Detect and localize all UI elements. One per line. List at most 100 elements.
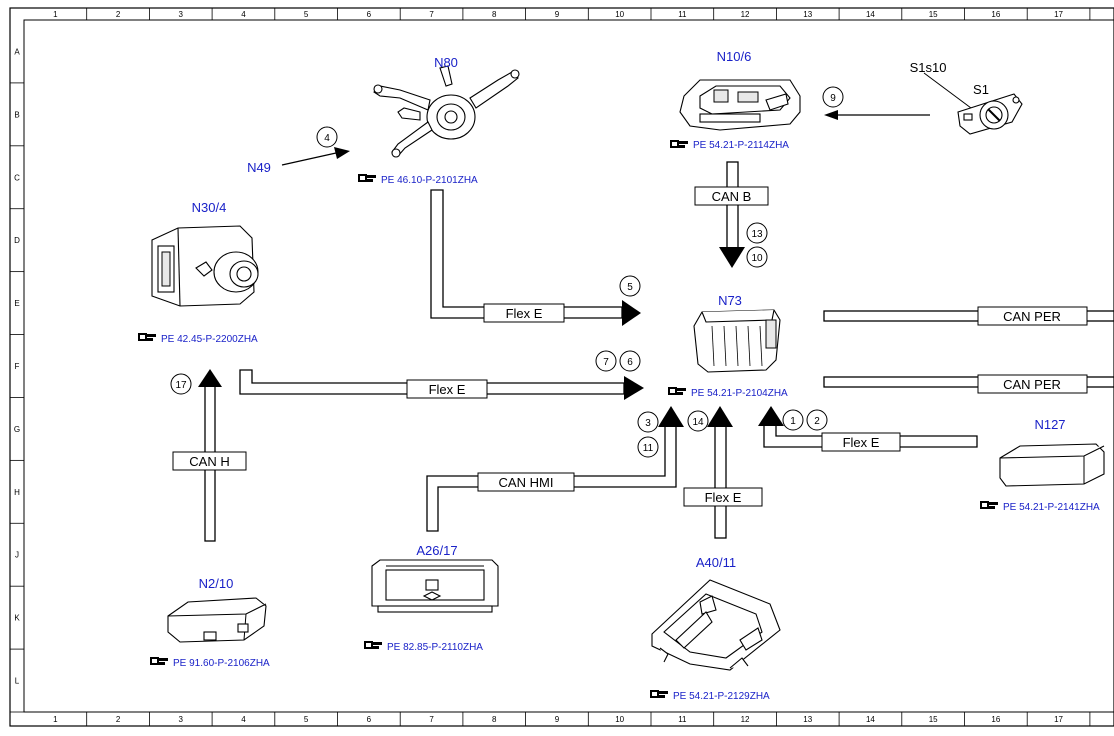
ref-n80-text[interactable]: PE 46.10-P-2101ZHA	[381, 175, 478, 186]
label-n10-6: N10/6	[717, 49, 752, 64]
callout-13-text: 13	[751, 229, 763, 240]
bus-text-flex-e-right: Flex E	[843, 435, 880, 450]
ref-n10-6[interactable]: PE 54.21-P-2114ZHA	[670, 140, 789, 151]
ref-hand-icon	[138, 333, 156, 341]
grid-col-label: 1	[53, 715, 58, 724]
grid-col-label: 6	[367, 715, 372, 724]
ref-n127-text[interactable]: PE 54.21-P-2141ZHA	[1003, 502, 1100, 513]
ref-a26-17-text[interactable]: PE 82.85-P-2110ZHA	[387, 642, 483, 653]
grid-row-label: K	[14, 614, 20, 623]
label-a26-17: A26/17	[416, 543, 457, 558]
component-n127-drawing	[999, 443, 1105, 487]
ref-n73-text[interactable]: PE 54.21-P-2104ZHA	[691, 388, 788, 399]
ref-a40-11[interactable]: PE 54.21-P-2129ZHA	[650, 690, 770, 702]
callout-3: 3	[637, 411, 659, 433]
arrow-flex-e-top	[622, 300, 641, 326]
grid-col-label: 12	[741, 715, 750, 724]
grid-row-label: C	[14, 173, 20, 182]
frame-outer	[9, 7, 1114, 727]
bus-text-can-hmi: CAN HMI	[499, 475, 554, 490]
ref-hand-icon	[364, 641, 382, 649]
label-n127: N127	[1034, 417, 1065, 432]
wire-can-per-2	[823, 376, 1114, 388]
grid-col-label: 8	[492, 715, 497, 724]
grid-col-label: 3	[179, 715, 184, 724]
grid-row-label: E	[14, 299, 19, 308]
grid-col-label: 2	[116, 10, 121, 19]
label-n2-10: N2/10	[199, 576, 234, 591]
ref-hand-icon	[150, 657, 168, 665]
grid-col-label: 9	[555, 10, 560, 19]
ref-n30-4-text[interactable]: PE 42.45-P-2200ZHA	[161, 334, 258, 345]
grid-row-label: L	[15, 677, 20, 686]
ref-n10-6-text[interactable]: PE 54.21-P-2114ZHA	[693, 140, 789, 151]
grid-row-label: J	[15, 551, 19, 560]
label-n49: N49	[247, 160, 271, 175]
component-n80-drawing	[373, 65, 520, 158]
bus-text-flex-e-a40: Flex E	[705, 490, 742, 505]
arrow-flex-e-a40	[707, 406, 733, 427]
grid-col-label: 17	[1054, 10, 1063, 19]
callouts: 4 9 13 10 5 7 6 3 11 14 1 2 17	[170, 86, 844, 458]
grid-col-label: 5	[304, 715, 309, 724]
callout-6-text: 6	[627, 357, 633, 368]
label-s1s10: S1s10	[910, 60, 947, 75]
wire-flex-e-a40	[714, 424, 727, 539]
grid-col-label: 6	[367, 10, 372, 19]
grid-col-label: 17	[1054, 715, 1063, 724]
ref-hand-icon	[358, 174, 376, 182]
bus-text-flex-e-top: Flex E	[506, 306, 543, 321]
grid-col-label: 15	[929, 10, 938, 19]
ref-n2-10-text[interactable]: PE 91.60-P-2106ZHA	[173, 658, 270, 669]
bus-label-can-hmi: CAN HMI	[477, 472, 575, 492]
callout-3-text: 3	[645, 418, 651, 429]
callout-7: 7	[595, 350, 617, 372]
arrow-can-b	[719, 247, 745, 268]
callout-7-text: 7	[603, 357, 609, 368]
grid-row-label: B	[14, 110, 19, 119]
callout-14: 14	[687, 410, 709, 432]
grid-col-label: 15	[929, 715, 938, 724]
bus-text-can-h: CAN H	[189, 454, 229, 469]
callout-10-text: 10	[751, 253, 763, 264]
callout-17: 17	[170, 373, 192, 395]
component-a40-11-drawing	[651, 579, 781, 671]
ref-n80[interactable]: PE 46.10-P-2101ZHA	[358, 174, 478, 186]
callout-14-text: 14	[692, 417, 704, 428]
ref-a40-11-text[interactable]: PE 54.21-P-2129ZHA	[673, 691, 770, 702]
grid-col-label: 12	[741, 10, 750, 19]
arrow-can-h	[198, 369, 222, 387]
ref-n73[interactable]: PE 54.21-P-2104ZHA	[668, 387, 788, 399]
arrow-s1	[824, 110, 838, 120]
bus-text-can-per-2: CAN PER	[1003, 377, 1061, 392]
callout-11: 11	[637, 436, 659, 458]
bus-label-can-per-1: CAN PER	[977, 306, 1088, 326]
ref-n30-4[interactable]: PE 42.45-P-2200ZHA	[138, 333, 258, 345]
grid-col-label: 11	[678, 715, 687, 724]
grid-col-label: 2	[116, 715, 121, 724]
bus-label-can-b: CAN B	[694, 186, 769, 206]
component-s1-drawing	[957, 93, 1023, 135]
callout-9: 9	[822, 86, 844, 108]
callout-6: 6	[619, 350, 641, 372]
ref-n127[interactable]: PE 54.21-P-2141ZHA	[980, 501, 1100, 513]
bus-label-flex-e-a40: Flex E	[683, 487, 763, 507]
callout-2: 2	[806, 409, 828, 431]
grid-col-label: 7	[429, 10, 434, 19]
callout-2-text: 2	[814, 416, 820, 427]
wire-can-b	[726, 161, 739, 253]
ref-a26-17[interactable]: PE 82.85-P-2110ZHA	[364, 641, 483, 653]
ref-n2-10[interactable]: PE 91.60-P-2106ZHA	[150, 657, 270, 669]
callout-5-text: 5	[627, 282, 633, 293]
ref-hand-icon	[670, 140, 688, 148]
grid-col-label: 16	[991, 715, 1000, 724]
grid-row-label: F	[15, 362, 20, 371]
grid-col-label: 16	[991, 10, 1000, 19]
arrow-can-hmi	[658, 406, 684, 427]
grid-row-label: D	[14, 236, 20, 245]
label-n80: N80	[434, 55, 458, 70]
bus-label-flex-e-top: Flex E	[483, 303, 565, 323]
